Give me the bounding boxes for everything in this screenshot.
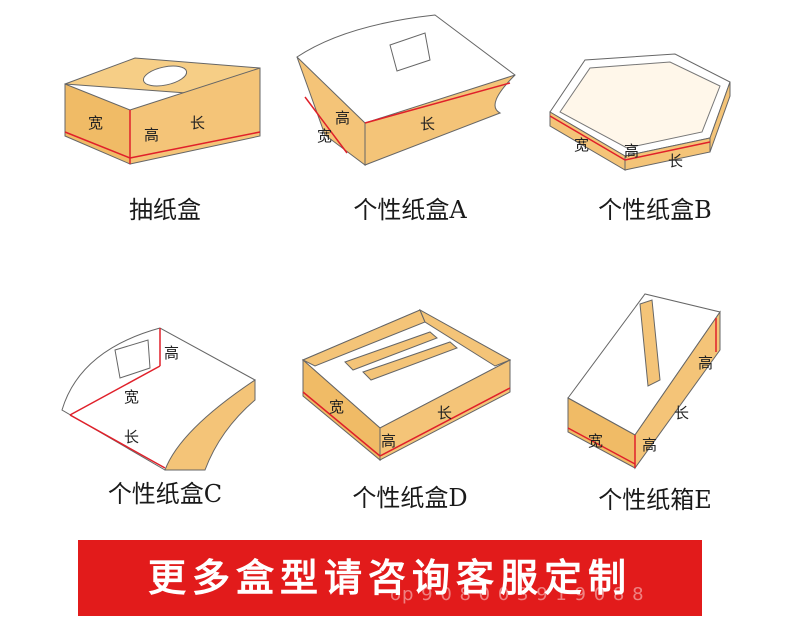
box-b-illustration: 宽 高 长 [549, 53, 731, 171]
caption-box-b: 个性纸盒B [598, 196, 712, 224]
caption-box-e: 个性纸箱E [598, 486, 712, 514]
box-c-height-label: 高 [164, 344, 179, 362]
tissue-height-label: 高 [144, 126, 159, 144]
caption-tissue-box: 抽纸盒 [129, 196, 201, 224]
box-b: 宽 高 长 个性纸盒B [530, 40, 780, 240]
caption-box-d: 个性纸盒D [352, 484, 468, 512]
box-b-height-label: 高 [624, 142, 639, 160]
box-c-width-label: 宽 [124, 388, 139, 406]
box-e-illustration: 宽 高 高 长 [567, 293, 721, 470]
caption-box-a: 个性纸盒A [353, 196, 467, 224]
box-a-length-label: 长 [420, 115, 435, 133]
tissue-length-label: 长 [190, 114, 205, 132]
box-b-length-label: 长 [668, 152, 683, 170]
box-e-height-label-2: 高 [698, 354, 713, 372]
box-c: 高 宽 长 个性纸盒C [40, 320, 290, 520]
box-tissue: 宽 高 长 抽纸盒 [40, 40, 290, 240]
tissue-box-illustration: 宽 高 长 [64, 57, 261, 165]
box-d-length-label: 长 [437, 404, 452, 422]
box-c-illustration: 高 宽 长 [61, 327, 256, 471]
tissue-width-label: 宽 [88, 114, 103, 132]
box-d: 宽 高 长 个性纸盒D [285, 300, 535, 520]
box-a-illustration: 高 宽 长 [296, 14, 516, 166]
box-e-width-label: 宽 [588, 432, 603, 450]
box-e-height-label: 高 [642, 436, 657, 454]
caption-box-c: 个性纸盒C [107, 480, 223, 508]
banner-watermark: op 9 0 8 0 0 3 9 1 9 0 8 8 [390, 584, 645, 605]
banner-text: 更多盒型请咨询客服定制 [147, 556, 632, 600]
box-a-width-label: 宽 [317, 127, 332, 145]
box-c-length-label: 长 [124, 428, 139, 446]
box-d-height-label: 高 [381, 432, 396, 450]
box-e: 宽 高 高 长 个性纸箱E [530, 290, 780, 520]
box-e-length-label: 长 [674, 404, 689, 422]
box-d-illustration: 宽 高 长 [301, 308, 512, 462]
box-a-height-label: 高 [335, 109, 350, 127]
box-a: 高 宽 长 个性纸盒A [285, 5, 535, 240]
box-d-width-label: 宽 [329, 398, 344, 416]
custom-order-banner: 更多盒型请咨询客服定制 [78, 540, 702, 616]
box-b-width-label: 宽 [574, 136, 589, 154]
